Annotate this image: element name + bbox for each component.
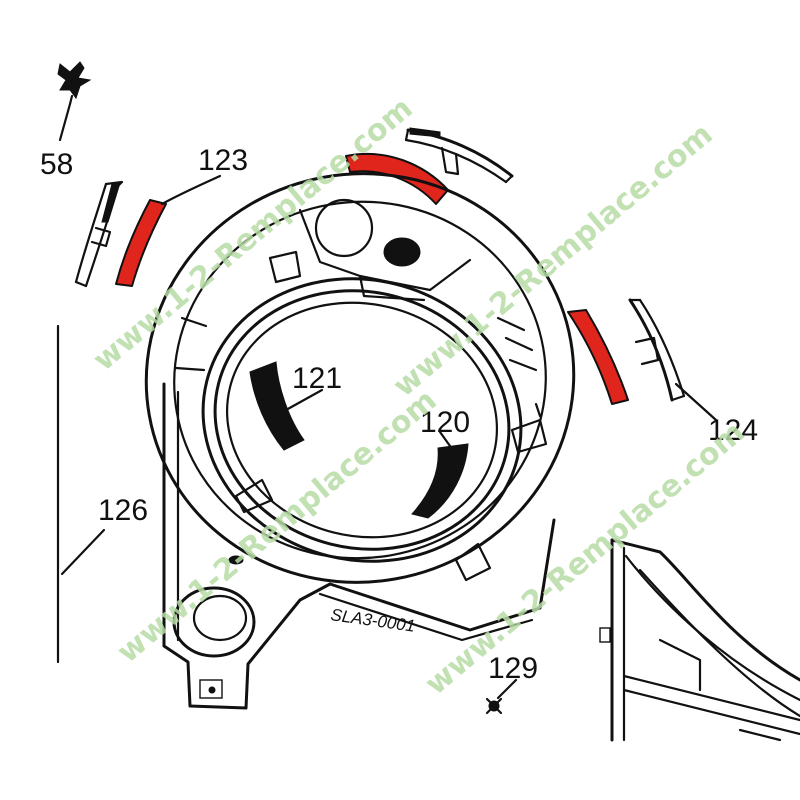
part-123-red-seal-left bbox=[115, 199, 167, 287]
callout-129: 129 bbox=[488, 652, 538, 685]
leader-line-126 bbox=[60, 528, 106, 576]
leader-line-129 bbox=[496, 678, 518, 700]
watermark-4: www.1-2-Remplace.com bbox=[419, 415, 752, 702]
leader-line-120 bbox=[438, 430, 452, 448]
part-129-screw bbox=[485, 697, 503, 715]
part-58-clip bbox=[57, 61, 92, 106]
top-bracket bbox=[404, 127, 514, 184]
part-121-pad bbox=[249, 361, 305, 451]
callout-121: 121 bbox=[292, 362, 342, 395]
leader-line-124 bbox=[674, 382, 718, 422]
callout-58: 58 bbox=[40, 148, 73, 181]
leader-line-58 bbox=[58, 102, 72, 142]
part-120-pad bbox=[411, 443, 469, 519]
callout-123: 123 bbox=[198, 144, 248, 177]
part-126-front-bulkhead bbox=[144, 172, 576, 710]
callout-124: 124 bbox=[708, 414, 758, 447]
leader-line-121 bbox=[284, 388, 324, 412]
part-124-red-seal-right bbox=[567, 309, 629, 405]
part-124-right-bracket bbox=[628, 298, 686, 402]
leader-line-123 bbox=[160, 174, 222, 206]
part-code-label: SLA3-0001 bbox=[329, 605, 416, 636]
callout-120: 120 bbox=[420, 406, 470, 439]
part-123-left-bracket bbox=[74, 180, 124, 288]
adjacent-cabinet-part bbox=[599, 538, 800, 742]
callout-126: 126 bbox=[98, 494, 148, 527]
watermark-2: www.1-2-Remplace.com bbox=[387, 117, 720, 404]
red-seal-top bbox=[345, 152, 449, 205]
